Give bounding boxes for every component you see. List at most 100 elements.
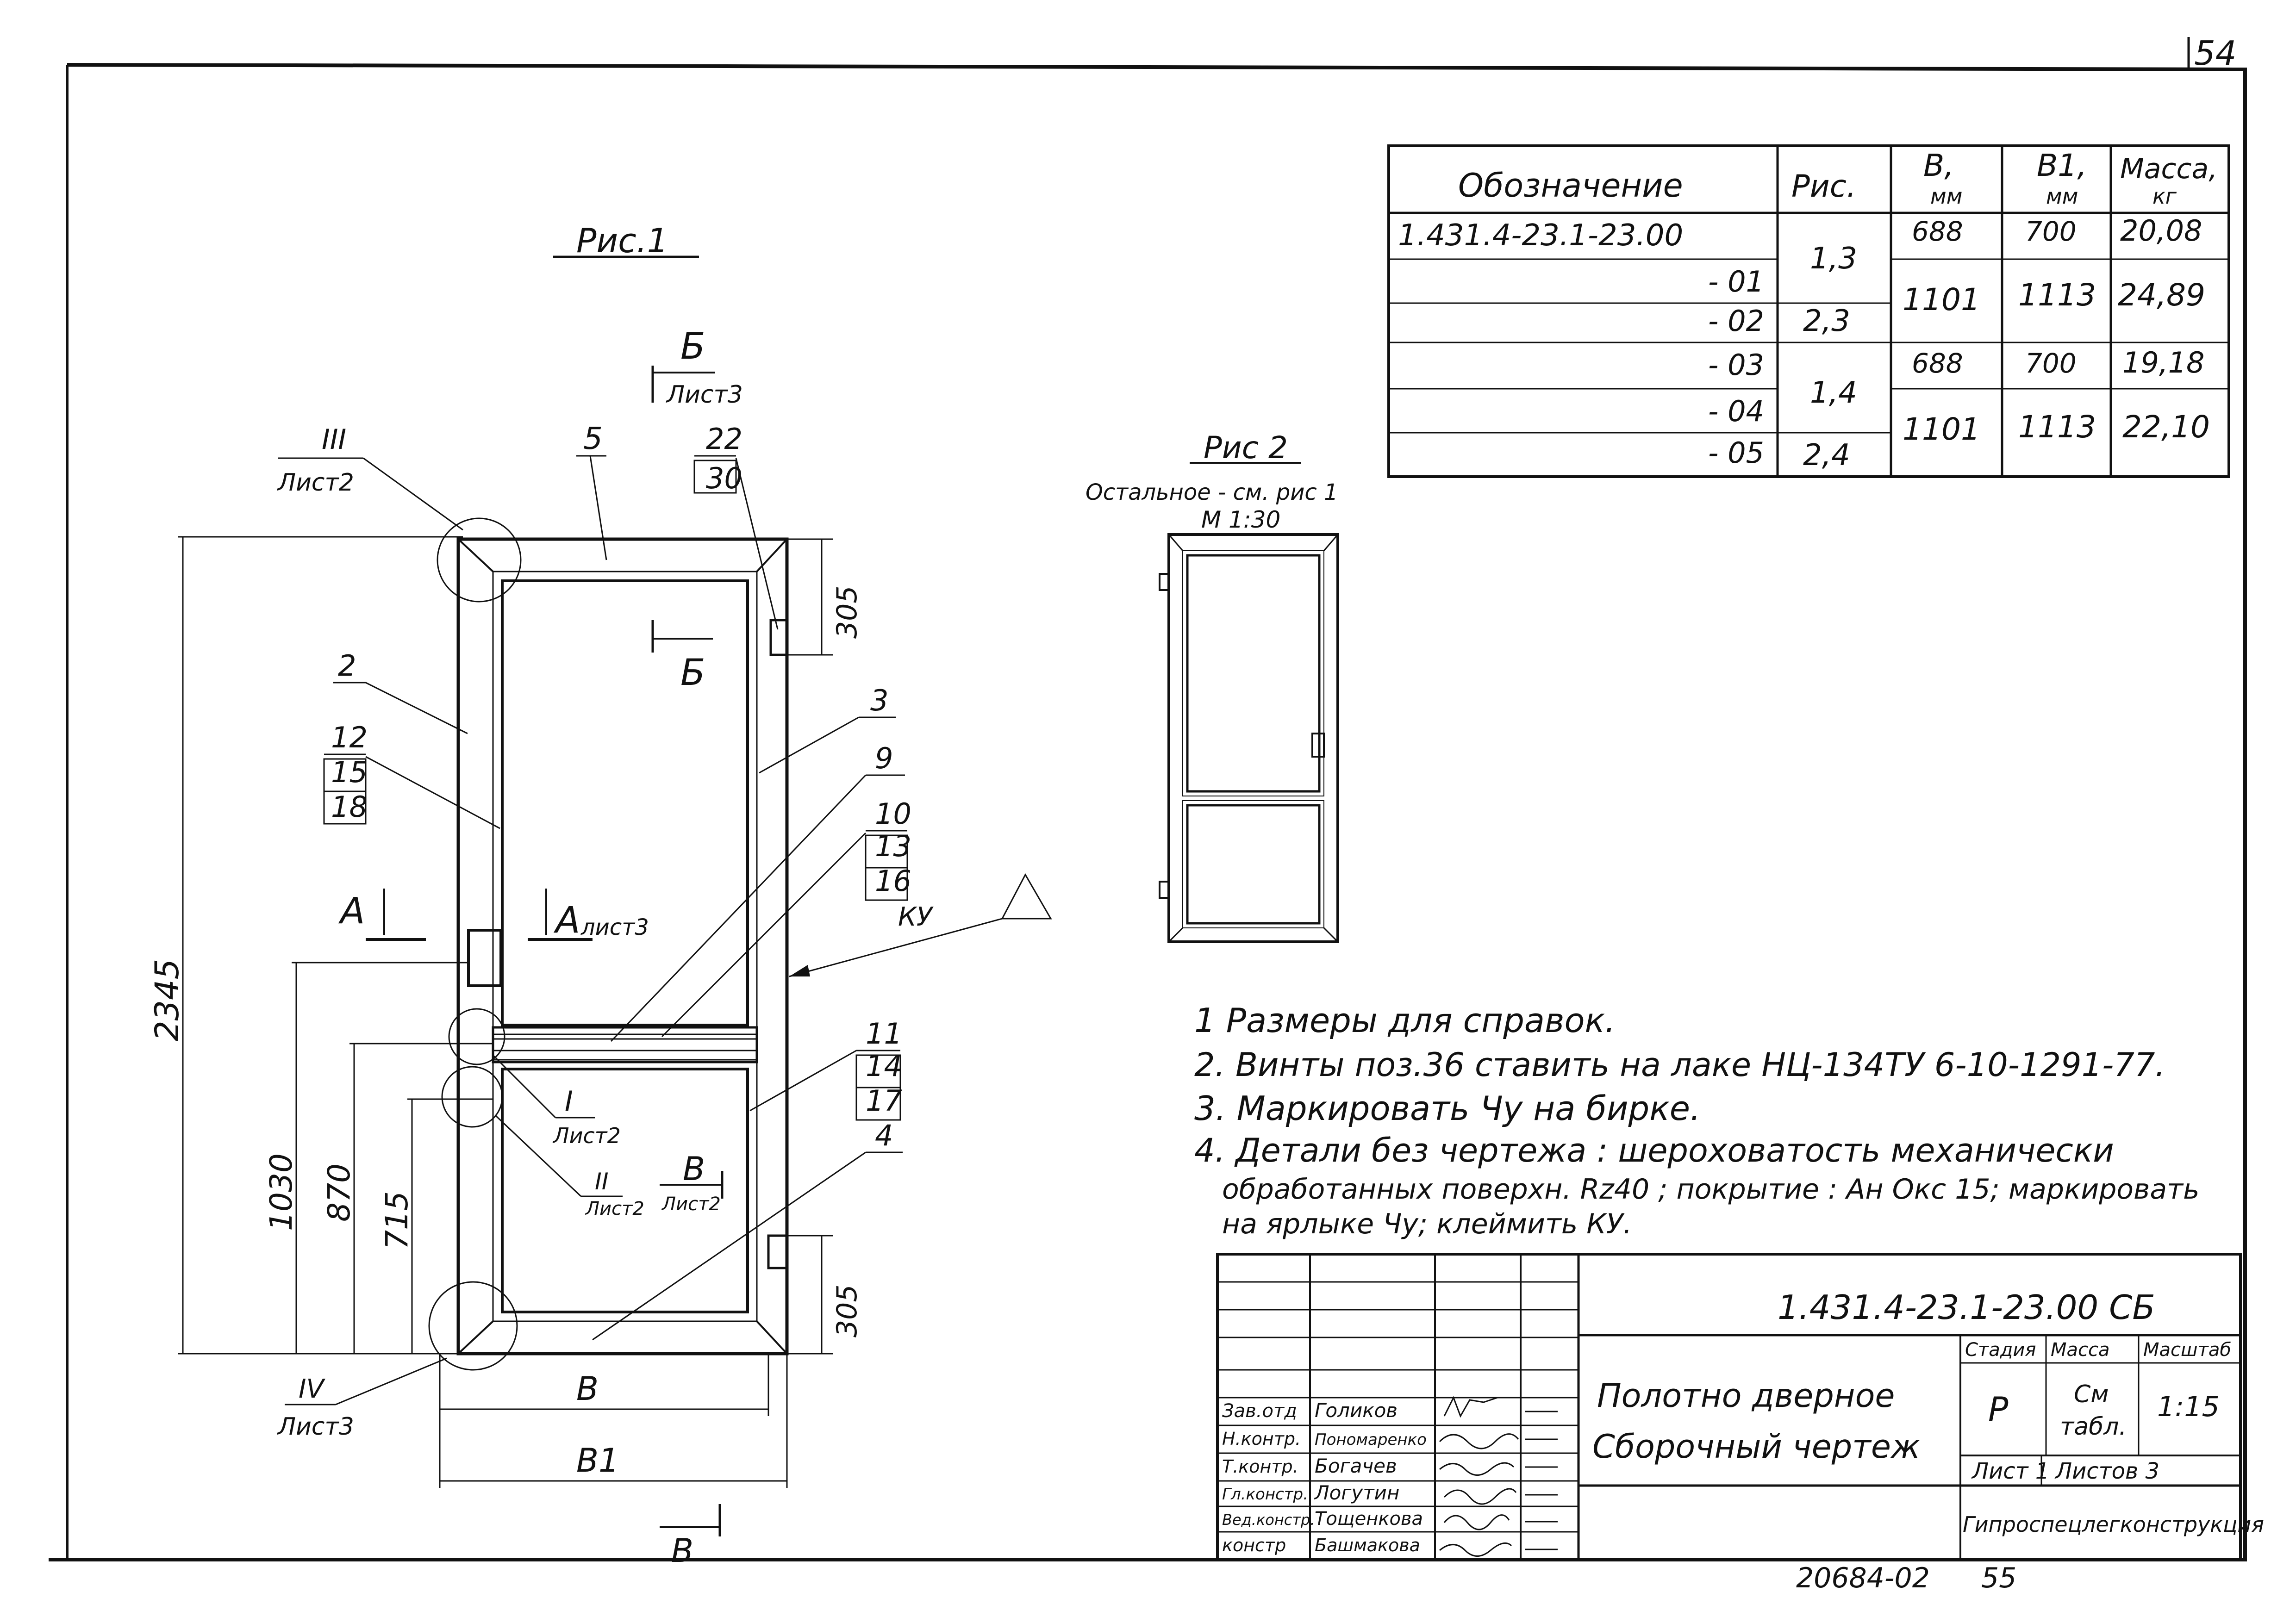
callout-15: 15 xyxy=(331,755,368,789)
fig2-door-outer xyxy=(1167,533,1339,943)
detail-3-num: III xyxy=(322,423,346,456)
fig2-note: Остальное - см. рис 1 xyxy=(1086,479,1338,505)
header-b1: B1, xyxy=(2037,148,2087,183)
mass-label: Масса xyxy=(2051,1339,2110,1361)
ku-leader xyxy=(789,918,1003,977)
row0-b1: 700 xyxy=(2025,216,2077,247)
ku-label: КУ xyxy=(898,902,934,932)
detail-3-sheet: Лист2 xyxy=(277,469,354,497)
callout-18: 18 xyxy=(331,790,368,824)
section-b-mid-letter: Б xyxy=(680,652,705,694)
callout-5: 5 xyxy=(583,421,603,456)
role-3: Гл.констр. xyxy=(1222,1485,1308,1504)
callout-22: 22 xyxy=(706,422,742,456)
callout-16: 16 xyxy=(875,864,911,898)
sheets-value: Листов 3 xyxy=(2054,1458,2159,1484)
callout-2: 2 xyxy=(338,649,356,683)
header-mass: Масса, xyxy=(2120,153,2217,185)
section-b-top-letter: Б xyxy=(680,326,705,367)
callout-12: 12 xyxy=(331,721,368,754)
middle-rail xyxy=(492,1026,758,1063)
stage-value: Р xyxy=(1988,1390,2009,1429)
hinge-top xyxy=(769,619,788,656)
name-1: Пономаренко xyxy=(1315,1430,1427,1449)
section-a-left-letter: A xyxy=(338,890,365,932)
mass-value-line1: См xyxy=(2074,1380,2109,1408)
section-a-sheet: лист3 xyxy=(580,914,649,940)
callout-4: 4 xyxy=(875,1119,893,1152)
callout-17: 17 xyxy=(866,1084,902,1118)
header-b-unit: мм xyxy=(1930,184,1962,209)
ris-3: 2,4 xyxy=(1803,438,1850,473)
page-number: 54 xyxy=(2194,34,2237,73)
ris-2: 1,4 xyxy=(1810,376,1857,410)
lock-box xyxy=(467,929,502,987)
bottom-code-right: 55 xyxy=(1981,1562,2016,1594)
dim-305-bottom-label: 305 xyxy=(831,1284,863,1337)
dim-870-label: 870 xyxy=(321,1163,357,1222)
row2-mass: 19,18 xyxy=(2122,346,2205,379)
ris-1: 2,3 xyxy=(1803,304,1850,338)
detail-1-sheet: Лист2 xyxy=(552,1123,621,1148)
callout-30: 30 xyxy=(706,461,742,495)
callout-13: 13 xyxy=(875,829,911,863)
dim-height-label: 2345 xyxy=(148,959,186,1041)
section-b-top-sheet: Лист3 xyxy=(666,381,743,409)
header-mass-unit: кг xyxy=(2152,184,2177,209)
fig2-hinge-top xyxy=(1159,573,1170,591)
title-block xyxy=(1216,1253,2242,1561)
detail-1-num: I xyxy=(565,1085,573,1118)
signatures xyxy=(1439,1396,1558,1557)
door-lower-panel xyxy=(501,1068,749,1313)
note-1: 1 Размеры для справок. xyxy=(1194,1001,1616,1040)
row3-b1: 1113 xyxy=(2018,409,2096,445)
fig2-handle xyxy=(1311,733,1325,758)
designation-1: - 01 xyxy=(1708,265,1764,298)
fig2-hinge-bottom xyxy=(1159,881,1170,899)
row3-mass: 22,10 xyxy=(2122,409,2210,445)
dim-305-top-label: 305 xyxy=(831,585,863,639)
title-name-line2: Сборочный чертеж xyxy=(1592,1428,1920,1466)
fig2-lower-panel xyxy=(1186,804,1321,925)
designation-0: 1.431.4-23.1-23.00 xyxy=(1398,218,1683,253)
fig2-scale: М 1:30 xyxy=(1201,506,1280,533)
name-3: Логутин xyxy=(1314,1481,1399,1504)
section-v-mid-letter: В xyxy=(683,1150,705,1188)
header-b1-unit: мм xyxy=(2046,184,2078,209)
dim-B1-label: B1 xyxy=(576,1442,619,1480)
role-5: констр xyxy=(1222,1535,1286,1555)
section-a-right-letter: A xyxy=(553,900,580,941)
callout-11: 11 xyxy=(866,1017,902,1051)
door-frame-outer xyxy=(456,537,789,1356)
org-name: Гипроспецлегконструкция xyxy=(1963,1512,2264,1537)
scale-value: 1:15 xyxy=(2157,1391,2220,1423)
designation-5: - 05 xyxy=(1708,436,1764,470)
stage-label: Стадия xyxy=(1965,1339,2036,1361)
detail-circle-2 xyxy=(441,1066,503,1128)
callout-9: 9 xyxy=(875,741,893,775)
name-0: Голиков xyxy=(1315,1399,1398,1422)
door-upper-panel xyxy=(501,579,749,1026)
row0-b: 688 xyxy=(1912,216,1963,247)
note-4: 4. Детали без чертежа : шероховатость ме… xyxy=(1194,1132,2114,1169)
name-5: Башмакова xyxy=(1315,1535,1420,1555)
title-name-line1: Полотно дверное xyxy=(1597,1377,1895,1415)
fig2-title: Рис 2 xyxy=(1204,430,1288,466)
role-0: Зав.отд xyxy=(1222,1400,1297,1422)
name-2: Богачев xyxy=(1315,1455,1397,1477)
row2-b1: 700 xyxy=(2025,348,2077,379)
designation-3: - 03 xyxy=(1708,348,1764,382)
row1-mass: 24,89 xyxy=(2118,277,2205,313)
row3-b: 1101 xyxy=(1903,411,1980,447)
ris-0: 1,3 xyxy=(1810,242,1857,276)
row1-b: 1101 xyxy=(1903,282,1980,317)
callout-3: 3 xyxy=(870,684,888,717)
role-4: Вед.констр. xyxy=(1222,1511,1315,1529)
header-ris: Рис. xyxy=(1791,168,1856,204)
note-6: на ярлыке Чу; клеймить КУ. xyxy=(1222,1208,1632,1240)
section-v-mid-sheet: Лист2 xyxy=(661,1194,721,1215)
detail-4-num: IV xyxy=(299,1374,326,1404)
designation-2: - 02 xyxy=(1708,304,1764,338)
note-2: 2. Винты поз.36 ставить на лаке НЦ-134ТУ… xyxy=(1194,1046,2165,1084)
